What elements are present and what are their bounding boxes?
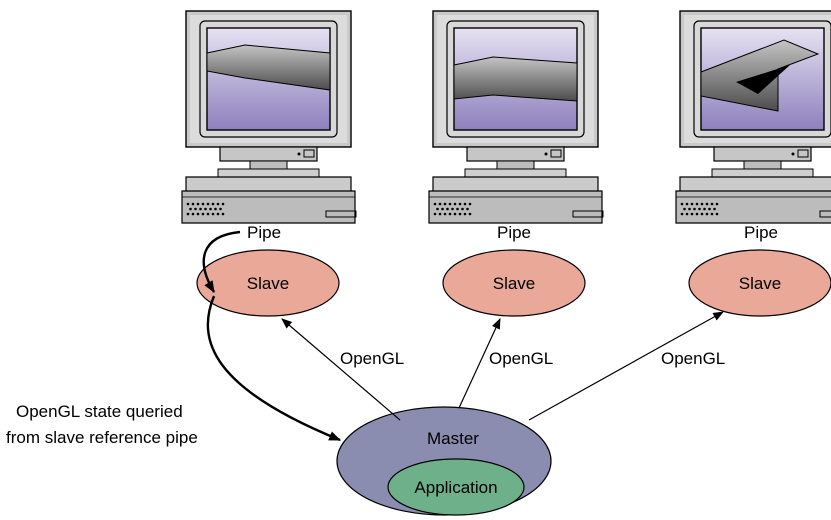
slave-ellipse-3 bbox=[688, 249, 831, 317]
monitor-2 bbox=[428, 10, 604, 224]
slave-ellipse-1 bbox=[196, 249, 340, 317]
pipe-label-3: Pipe bbox=[744, 223, 778, 242]
slave-label-2: Slave bbox=[493, 274, 536, 293]
opengl-arrow-1 bbox=[281, 318, 401, 421]
annotation-line-1: OpenGL state queried bbox=[16, 402, 183, 421]
slave-ellipse-2 bbox=[442, 249, 586, 317]
pipe-label-2: Pipe bbox=[497, 223, 531, 242]
pipe-label-1: Pipe bbox=[247, 223, 281, 242]
opengl-label-2: OpenGL bbox=[489, 349, 553, 368]
state-query-arrow bbox=[206, 295, 342, 442]
pipe-to-slave-arrow bbox=[202, 230, 241, 294]
screen-image-3 bbox=[700, 39, 820, 112]
monitor-1 bbox=[181, 10, 357, 224]
slave-node-3: Slave bbox=[688, 249, 831, 317]
opengl-label-3: OpenGL bbox=[661, 349, 725, 368]
screen-image-2 bbox=[453, 56, 578, 102]
slave-node-2: Slave bbox=[442, 249, 586, 317]
opengl-arrow-3 bbox=[528, 311, 724, 421]
opengl-arrow-2 bbox=[458, 318, 501, 409]
opengl-label-1: OpenGL bbox=[340, 349, 404, 368]
application-label: Application bbox=[414, 478, 497, 497]
screen-image-1 bbox=[206, 44, 331, 91]
master-node: Master Application bbox=[336, 406, 552, 516]
computer-3 bbox=[675, 10, 831, 224]
slave-node-1: Slave bbox=[196, 249, 340, 317]
application-ellipse bbox=[387, 458, 525, 516]
slave-label-3: Slave bbox=[739, 274, 782, 293]
computer-1 bbox=[181, 10, 357, 224]
computer-2 bbox=[428, 10, 604, 224]
monitor-3 bbox=[675, 10, 831, 224]
slave-label-1: Slave bbox=[247, 274, 290, 293]
annotation-line-2: from slave reference pipe bbox=[6, 428, 198, 447]
master-label: Master bbox=[427, 429, 479, 448]
